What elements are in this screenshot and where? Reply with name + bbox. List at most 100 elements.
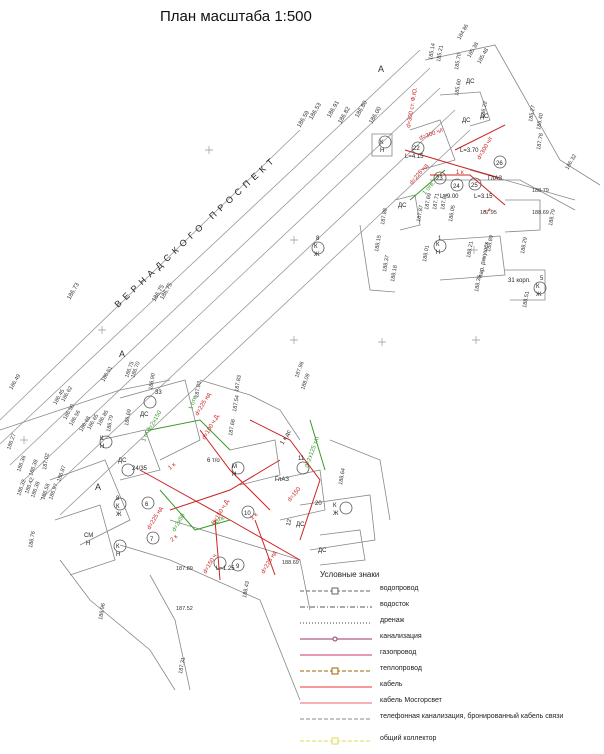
pipe-label: 2 к	[169, 534, 179, 544]
manhole-label: К	[333, 503, 337, 509]
node-label: 8	[116, 496, 120, 502]
elev: 187.02	[42, 453, 51, 471]
legend-swatch	[300, 702, 372, 704]
elev: 188.79	[532, 188, 549, 194]
manhole-label: Ж	[536, 292, 542, 298]
legend-item: дренаж	[298, 615, 598, 631]
manhole-label: Н	[116, 552, 120, 558]
pipe-label: 1 отв.	[188, 393, 199, 410]
elev: 187.68	[228, 419, 237, 437]
elev: 188.64	[338, 468, 347, 486]
node-label: 10	[244, 511, 251, 517]
node-label: 9	[236, 564, 240, 570]
legend-item: кабель Мосгорсвет	[298, 695, 598, 711]
elev: 185.27	[528, 105, 537, 123]
legend-swatch	[300, 587, 372, 595]
elev: 188.15	[374, 235, 383, 253]
node-label: 12	[286, 518, 293, 526]
node-label: 33	[155, 390, 162, 396]
elev: 186.36	[16, 455, 27, 473]
elev: 188.18	[390, 265, 399, 283]
length-label: L=3.15	[474, 194, 493, 200]
legend-label: телефонная канализация, бронированный ка…	[380, 713, 564, 720]
elev: 188.37	[382, 255, 391, 273]
legend-item: теплопровод	[298, 663, 598, 679]
building-label: ДС	[296, 522, 305, 528]
elev: 188.01	[422, 245, 431, 263]
pipe-label: 1 к	[249, 512, 259, 522]
building-label: ДС	[462, 118, 471, 124]
legend-swatch	[300, 686, 372, 688]
legend-item: газопровод	[298, 647, 598, 663]
street-name: ВЕРНАДСКОГО ПРОСПЕКТ	[113, 153, 280, 309]
legend-label: дренаж	[380, 617, 405, 624]
pipe-label: d=225 нд	[147, 506, 165, 531]
elev: 185.48	[477, 47, 491, 65]
manhole-label: Н	[380, 148, 384, 154]
legend-swatch	[300, 654, 372, 656]
elev: 187.96	[294, 361, 305, 379]
building-label: ДС	[140, 412, 149, 418]
elev: 186.27	[6, 433, 17, 451]
elev: 186.96	[98, 603, 107, 621]
manhole-label: Н	[86, 541, 90, 547]
legend-item: общий коллектор	[298, 733, 598, 749]
elev: 186.38	[28, 459, 39, 477]
legend-swatch	[300, 606, 372, 608]
elev: 186.49	[9, 373, 23, 391]
corridor-label-bottom: А	[95, 482, 101, 492]
elev: 186.90	[148, 373, 157, 391]
pipe-label: d=300 ч/г	[419, 127, 446, 142]
node-label: 7	[150, 537, 154, 543]
elev: 187.71	[432, 193, 441, 211]
legend-label: общий коллектор	[380, 735, 437, 742]
building-label: ДС	[398, 203, 407, 209]
elev: 186.51	[101, 365, 115, 383]
elev: 188.79	[548, 209, 557, 227]
page-title: План масштаба 1:500	[160, 8, 312, 25]
legend-swatch	[300, 622, 372, 624]
elev: 187.78	[536, 133, 545, 151]
node-label: 24/35	[132, 466, 148, 472]
elev: 187.83	[194, 381, 203, 399]
elev: 187.54	[232, 395, 241, 413]
corridor-label-left: А	[119, 349, 125, 359]
pipe-label: 1 к	[167, 462, 177, 472]
pipe-label: 7 к	[483, 207, 493, 217]
elev: 186.87	[56, 465, 67, 483]
elev: 186.22	[480, 101, 489, 119]
elev: 188.21	[466, 241, 475, 259]
elev: 188.09	[300, 373, 311, 391]
pipe-label: d=225 нд	[261, 550, 279, 575]
elev: 185.14	[428, 43, 437, 61]
length-label: L=9.00	[440, 194, 459, 200]
elev: 186.91	[327, 100, 342, 119]
manhole-label: К	[436, 242, 440, 248]
manhole-label: Ж	[333, 511, 339, 517]
elev: 188.69	[282, 560, 299, 566]
pipe-label: d=2x125 т/п	[304, 436, 321, 469]
elev: 186.38	[30, 481, 41, 499]
elev: 186.58	[40, 483, 51, 501]
corridor-label-top: А	[378, 64, 384, 74]
elev: 188.43	[242, 581, 251, 599]
node-label: 26	[496, 161, 503, 167]
elev: 186.42	[24, 477, 35, 495]
legend-item: водопровод	[298, 583, 598, 599]
manhole-label: Н	[100, 444, 104, 450]
upper-block: ДС ДС ДС ДС ГлАЗ 22 23 24 25 26 L=3.70 L…	[311, 23, 601, 308]
elev: 185.38	[467, 41, 481, 59]
legend-item: канализация	[298, 631, 598, 647]
pipe-label: 1 к	[456, 170, 464, 176]
legend-label: водосток	[380, 601, 409, 608]
elev: 185.60	[454, 79, 463, 97]
elev: 187.87	[416, 205, 425, 223]
elev: 186.32	[16, 479, 27, 497]
node-label: 25	[471, 183, 478, 189]
elev: 185.21	[436, 45, 445, 63]
elev: 187.69	[424, 193, 433, 211]
elev: 186.32	[565, 153, 579, 171]
